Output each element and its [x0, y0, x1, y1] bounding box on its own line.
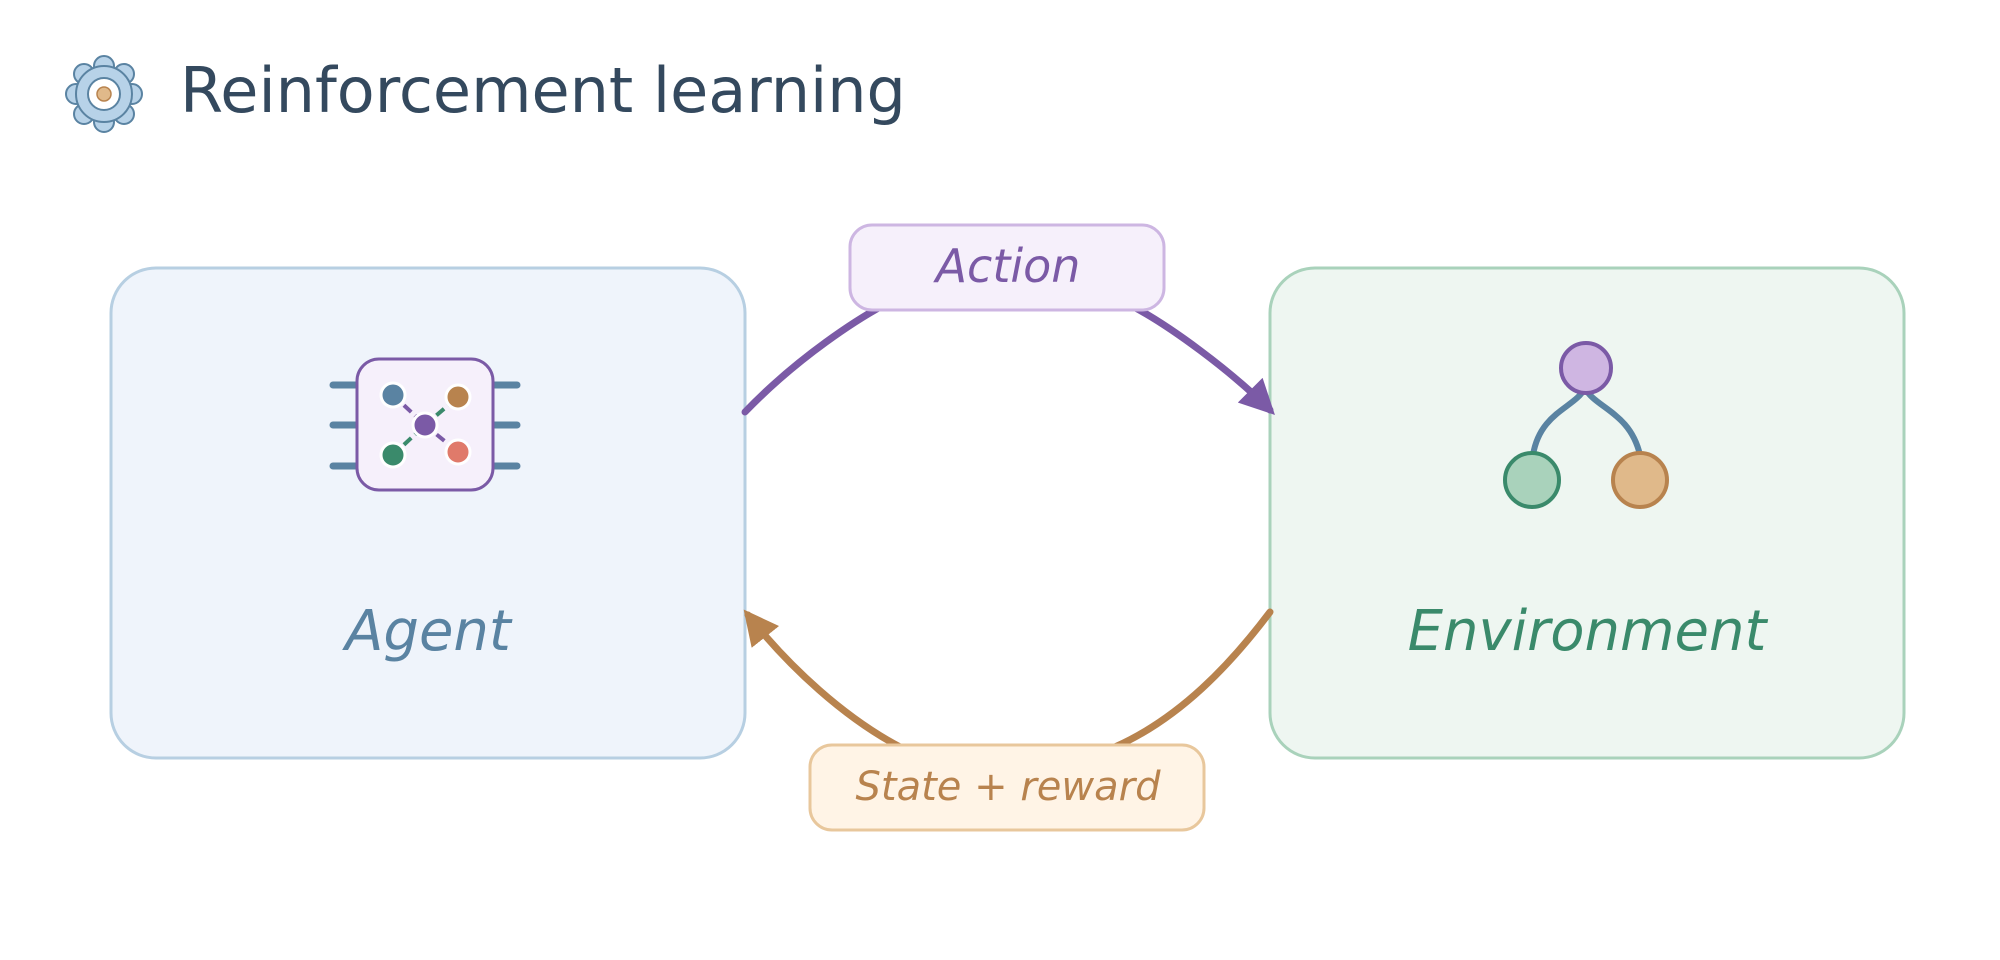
- environment-node: Environment: [1268, 266, 1906, 760]
- action-arrow: [741, 302, 886, 416]
- agent-box: [109, 266, 747, 760]
- page-title: Reinforcement learning: [180, 54, 906, 127]
- action-label-box: [848, 223, 1166, 312]
- action-edge: Action: [741, 223, 1275, 416]
- environment-label: Environment: [1408, 599, 1769, 664]
- action-label: Action: [933, 239, 1081, 293]
- state-reward-arrow: [1111, 608, 1274, 751]
- state-reward-label-box: [808, 743, 1206, 832]
- agent-label: Agent: [342, 599, 513, 664]
- neural-chip-icon: [329, 357, 521, 492]
- state-reward-label: State + reward: [856, 764, 1162, 810]
- title-gear-icon: [65, 55, 143, 133]
- state-reward-edge: State + reward: [743, 608, 1274, 832]
- environment-box: [1268, 266, 1906, 760]
- agent-node: Agent: [109, 266, 747, 760]
- tree-icon: [1503, 341, 1669, 509]
